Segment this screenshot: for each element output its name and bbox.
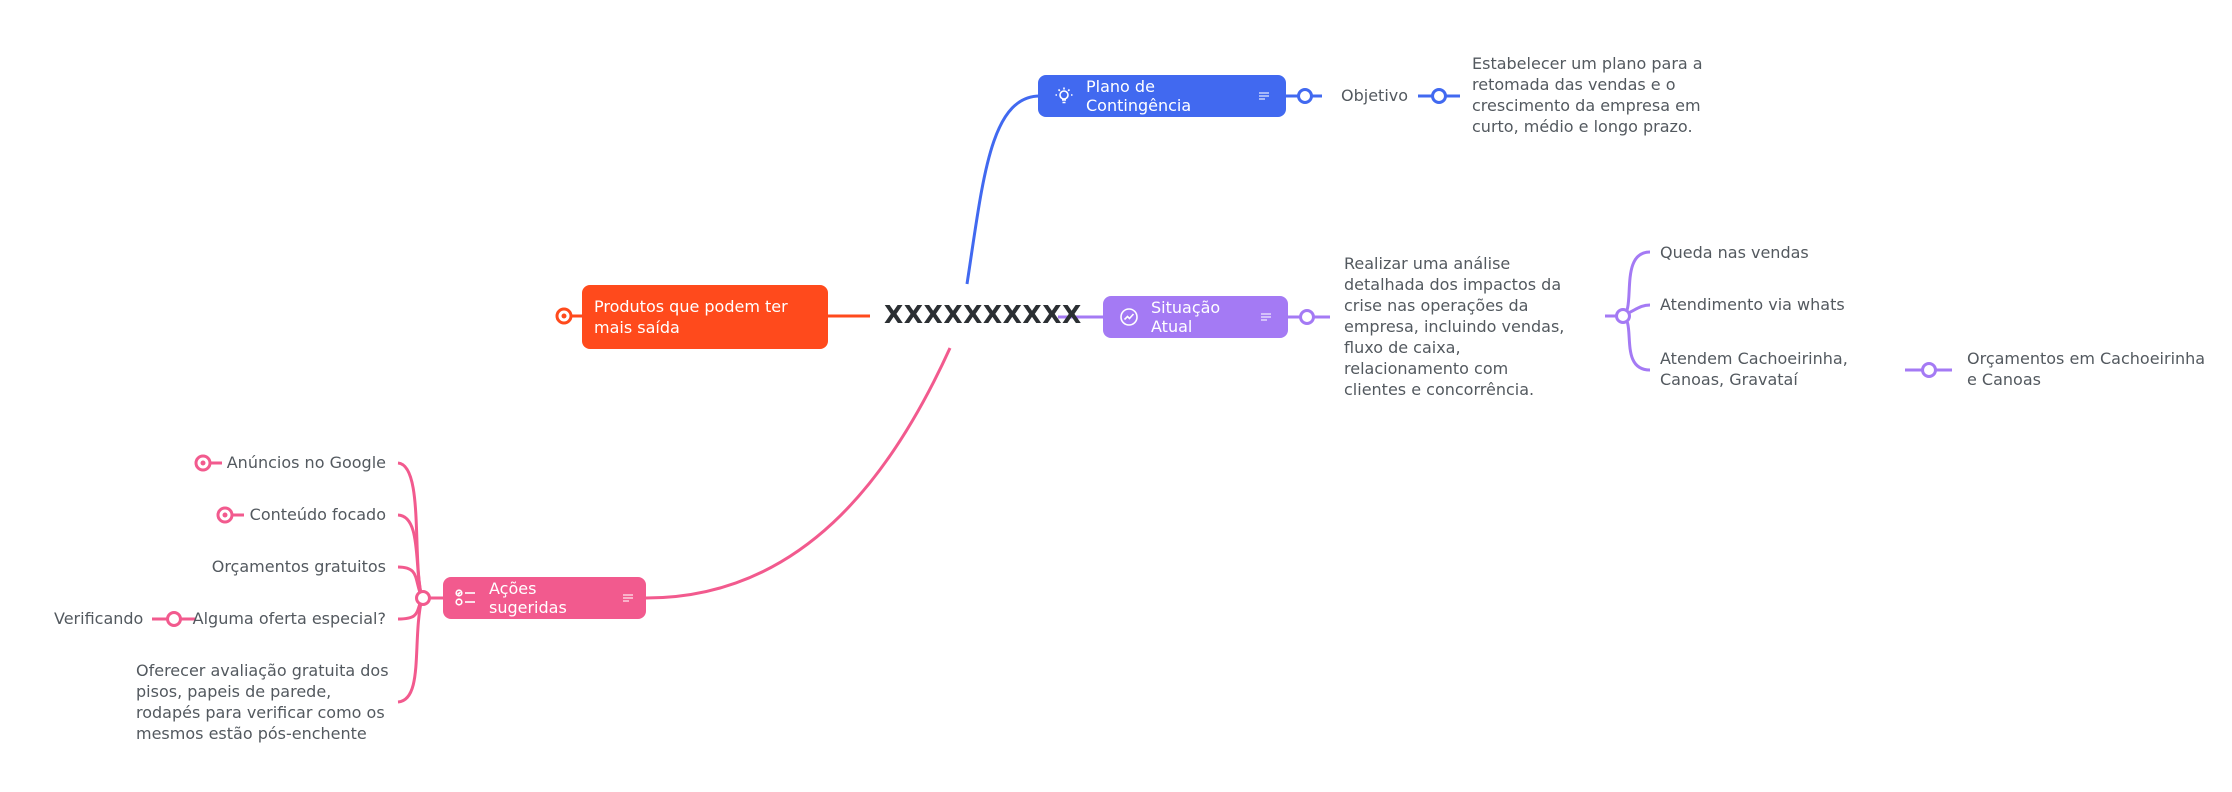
topic-label: Situação Atual: [1151, 298, 1221, 336]
checklist-icon: [455, 587, 477, 609]
subtopic-objetivo-detail[interactable]: Estabelecer um plano para a retomada das…: [1472, 54, 1703, 136]
collapse-knob[interactable]: [194, 454, 212, 472]
subtopic-anuncios-no-google[interactable]: Anúncios no Google: [226, 453, 386, 472]
connector-item-orcamentos: [397, 565, 424, 599]
connector-item-oferta: [397, 597, 424, 621]
subtopic-objetivo[interactable]: Objetivo: [1341, 86, 1409, 105]
topic-label: Ações sugeridas: [489, 579, 567, 617]
connector-knob[interactable]: [1431, 88, 1447, 104]
note-icon[interactable]: [1260, 311, 1272, 323]
subtopic-orcamentos-cidades[interactable]: Orçamentos em Cachoeirinha e Canoas: [1967, 349, 2206, 389]
subtopic-conteudo-focado[interactable]: Conteúdo focado: [249, 505, 386, 524]
subtopic-alguma-oferta-especial[interactable]: Alguma oferta especial?: [192, 609, 386, 628]
subtopic-queda-nas-vendas[interactable]: Queda nas vendas: [1660, 243, 1809, 262]
note-icon[interactable]: [1258, 90, 1270, 102]
subtopic-atendem-cidades[interactable]: Atendem Cachoeirinha, Canoas, Gravataí: [1660, 349, 1848, 389]
lightbulb-icon: [1054, 85, 1074, 107]
trend-chart-icon: [1119, 306, 1139, 328]
note-icon[interactable]: [622, 592, 634, 604]
connector-knob[interactable]: [415, 590, 431, 606]
connector-knob[interactable]: [1297, 88, 1313, 104]
connector-item-anuncios: [397, 461, 424, 599]
subtopic-situacao-detail[interactable]: Realizar uma análise detalhada dos impac…: [1344, 254, 1565, 399]
collapse-knob-dot: [561, 313, 567, 319]
connector-item-atendimento: [1621, 303, 1651, 318]
collapse-knob-dot: [200, 460, 206, 466]
central-topic[interactable]: XXXXXXXXXX: [884, 300, 1082, 329]
connector-knob[interactable]: [1615, 308, 1631, 324]
topic-acoes-sugeridas[interactable]: Ações sugeridas: [443, 577, 646, 619]
topic-situacao-atual[interactable]: Situação Atual: [1103, 296, 1288, 338]
connector-item-oferecer: [397, 597, 424, 704]
connector-item-conteudo: [397, 513, 424, 599]
connector-root-acoes: [645, 347, 952, 600]
topic-produtos-mais-saida[interactable]: Produtos que podem ter mais saída: [582, 285, 828, 349]
subtopic-atendimento-via-whats[interactable]: Atendimento via whats: [1660, 295, 1845, 314]
connector-knob[interactable]: [1299, 309, 1315, 325]
connector-root-plano: [965, 94, 1041, 285]
collapse-knob-dot: [222, 512, 228, 518]
subtopic-verificando[interactable]: Verificando: [54, 609, 144, 628]
connector-item-queda: [1621, 250, 1651, 318]
topic-label: Plano de Contingência: [1086, 77, 1192, 115]
subtopic-orcamentos-gratuitos[interactable]: Orçamentos gratuitos: [211, 557, 386, 576]
topic-plano-de-contingencia[interactable]: Plano de Contingência: [1038, 75, 1286, 117]
collapse-knob[interactable]: [216, 506, 234, 524]
topic-label: Produtos que podem ter mais saída: [594, 297, 788, 337]
collapse-knob[interactable]: [555, 307, 573, 325]
subtopic-oferecer-avaliacao[interactable]: Oferecer avaliação gratuita dos pisos, p…: [136, 661, 389, 743]
connector-knob[interactable]: [1921, 362, 1937, 378]
connector-item-atendem: [1621, 314, 1651, 372]
connector-knob[interactable]: [166, 611, 182, 627]
